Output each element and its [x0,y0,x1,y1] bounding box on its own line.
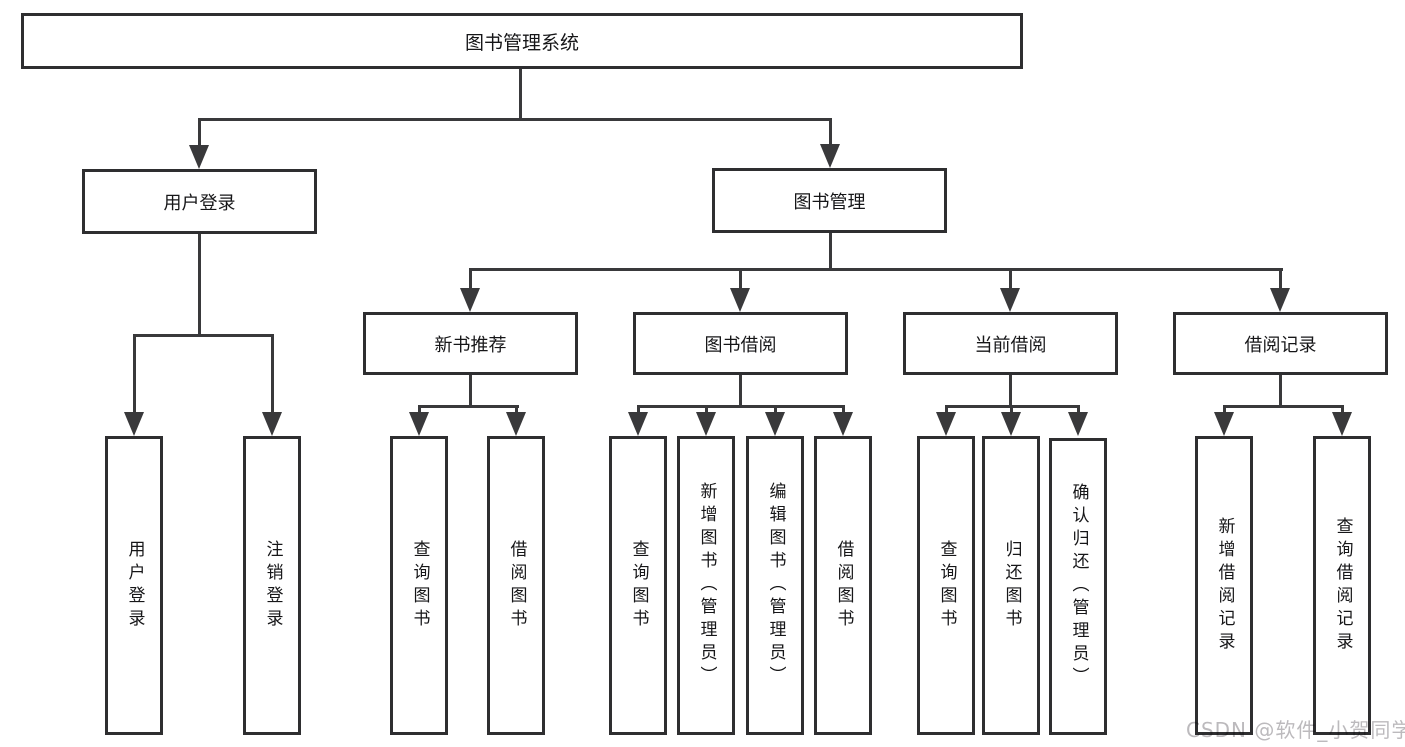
node-borrow-records: 借阅记录 [1173,312,1388,375]
arrow-down-icon [124,412,144,436]
node-label: 新增借阅记录 [1214,516,1235,655]
connector-line [198,118,832,121]
node-user-login: 用户登录 [82,169,317,234]
leaf-query-books-recommend: 查询图书 [390,436,448,735]
arrow-down-icon [189,145,209,169]
node-label: 用户登录 [124,539,145,632]
node-label: 图书管理 [793,191,866,213]
node-book-borrow: 图书借阅 [633,312,848,375]
connector-line [1223,405,1226,414]
connector-line [705,405,708,414]
connector-line [1279,375,1282,407]
connector-line [1010,405,1013,414]
connector-line [637,405,845,408]
leaf-add-book-admin: 新增图书（管理员） [677,436,735,735]
arrow-down-icon [1270,288,1290,312]
arrow-down-icon [262,412,282,436]
leaf-add-borrow-record: 新增借阅记录 [1195,436,1253,735]
arrow-down-icon [936,412,956,436]
node-new-book-recommend: 新书推荐 [363,312,578,375]
arrow-down-icon [696,412,716,436]
connector-line [829,233,832,271]
connector-line [469,268,472,290]
connector-line [418,405,519,408]
node-label: 图书借阅 [704,334,777,356]
arrow-down-icon [1068,412,1088,436]
connector-line [515,405,518,414]
node-book-management: 图书管理 [712,168,947,233]
connector-line [1077,405,1080,414]
leaf-borrow-books-recommend: 借阅图书 [487,436,545,735]
connector-line [1223,405,1344,408]
arrow-down-icon [833,412,853,436]
leaf-query-books-current: 查询图书 [917,436,975,735]
node-label: 查询借阅记录 [1332,516,1353,655]
connector-line [829,118,832,148]
leaf-return-book: 归还图书 [982,436,1040,735]
connector-line [133,334,274,337]
node-label: 查询图书 [409,539,430,632]
connector-line [637,405,640,414]
arrow-down-icon [1000,288,1020,312]
arrow-down-icon [1214,412,1234,436]
leaf-user-login: 用户登录 [105,436,163,735]
leaf-query-borrow-record: 查询借阅记录 [1313,436,1371,735]
connector-line [418,405,421,414]
node-label: 归还图书 [1001,539,1022,632]
leaf-query-books-borrow: 查询图书 [609,436,667,735]
connector-line [519,69,522,121]
leaf-logout: 注销登录 [243,436,301,735]
node-label: 查询图书 [628,539,649,632]
node-label: 编辑图书（管理员） [765,482,786,689]
arrow-down-icon [506,412,526,436]
node-label: 确认归还（管理员） [1068,483,1089,690]
arrow-down-icon [460,288,480,312]
node-label: 当前借阅 [974,334,1047,356]
connector-line [842,405,845,414]
connector-line [1009,268,1012,290]
node-label: 注销登录 [262,539,283,632]
arrow-down-icon [1332,412,1352,436]
leaf-borrow-books: 借阅图书 [814,436,872,735]
node-label: 图书管理系统 [464,31,579,54]
connector-line [198,118,201,148]
connector-line [271,334,274,414]
arrow-down-icon [1001,412,1021,436]
connector-line [739,268,742,290]
connector-line [469,375,472,407]
node-label: 借阅图书 [506,539,527,632]
node-label: 用户登录 [163,192,236,214]
leaf-edit-book-admin: 编辑图书（管理员） [746,436,804,735]
node-label: 新书推荐 [434,334,507,356]
arrow-down-icon [409,412,429,436]
leaf-confirm-return-admin: 确认归还（管理员） [1049,438,1107,735]
connector-line [945,405,948,414]
connector-line [1279,268,1282,290]
arrow-down-icon [765,412,785,436]
connector-line [198,234,201,336]
node-label: 借阅记录 [1244,334,1317,356]
connector-line [133,334,136,414]
watermark: CSDN @软件_小贺同学 [1186,718,1405,742]
node-current-borrow: 当前借阅 [903,312,1118,375]
connector-line [739,375,742,407]
node-label: 新增图书（管理员） [696,482,717,689]
arrow-down-icon [820,144,840,168]
connector-line [469,268,1283,271]
connector-line [1341,405,1344,414]
node-library-system: 图书管理系统 [21,13,1023,69]
arrow-down-icon [628,412,648,436]
connector-line [1009,375,1012,407]
connector-line [774,405,777,414]
arrow-down-icon [730,288,750,312]
node-label: 借阅图书 [833,539,854,632]
node-label: 查询图书 [936,539,957,632]
